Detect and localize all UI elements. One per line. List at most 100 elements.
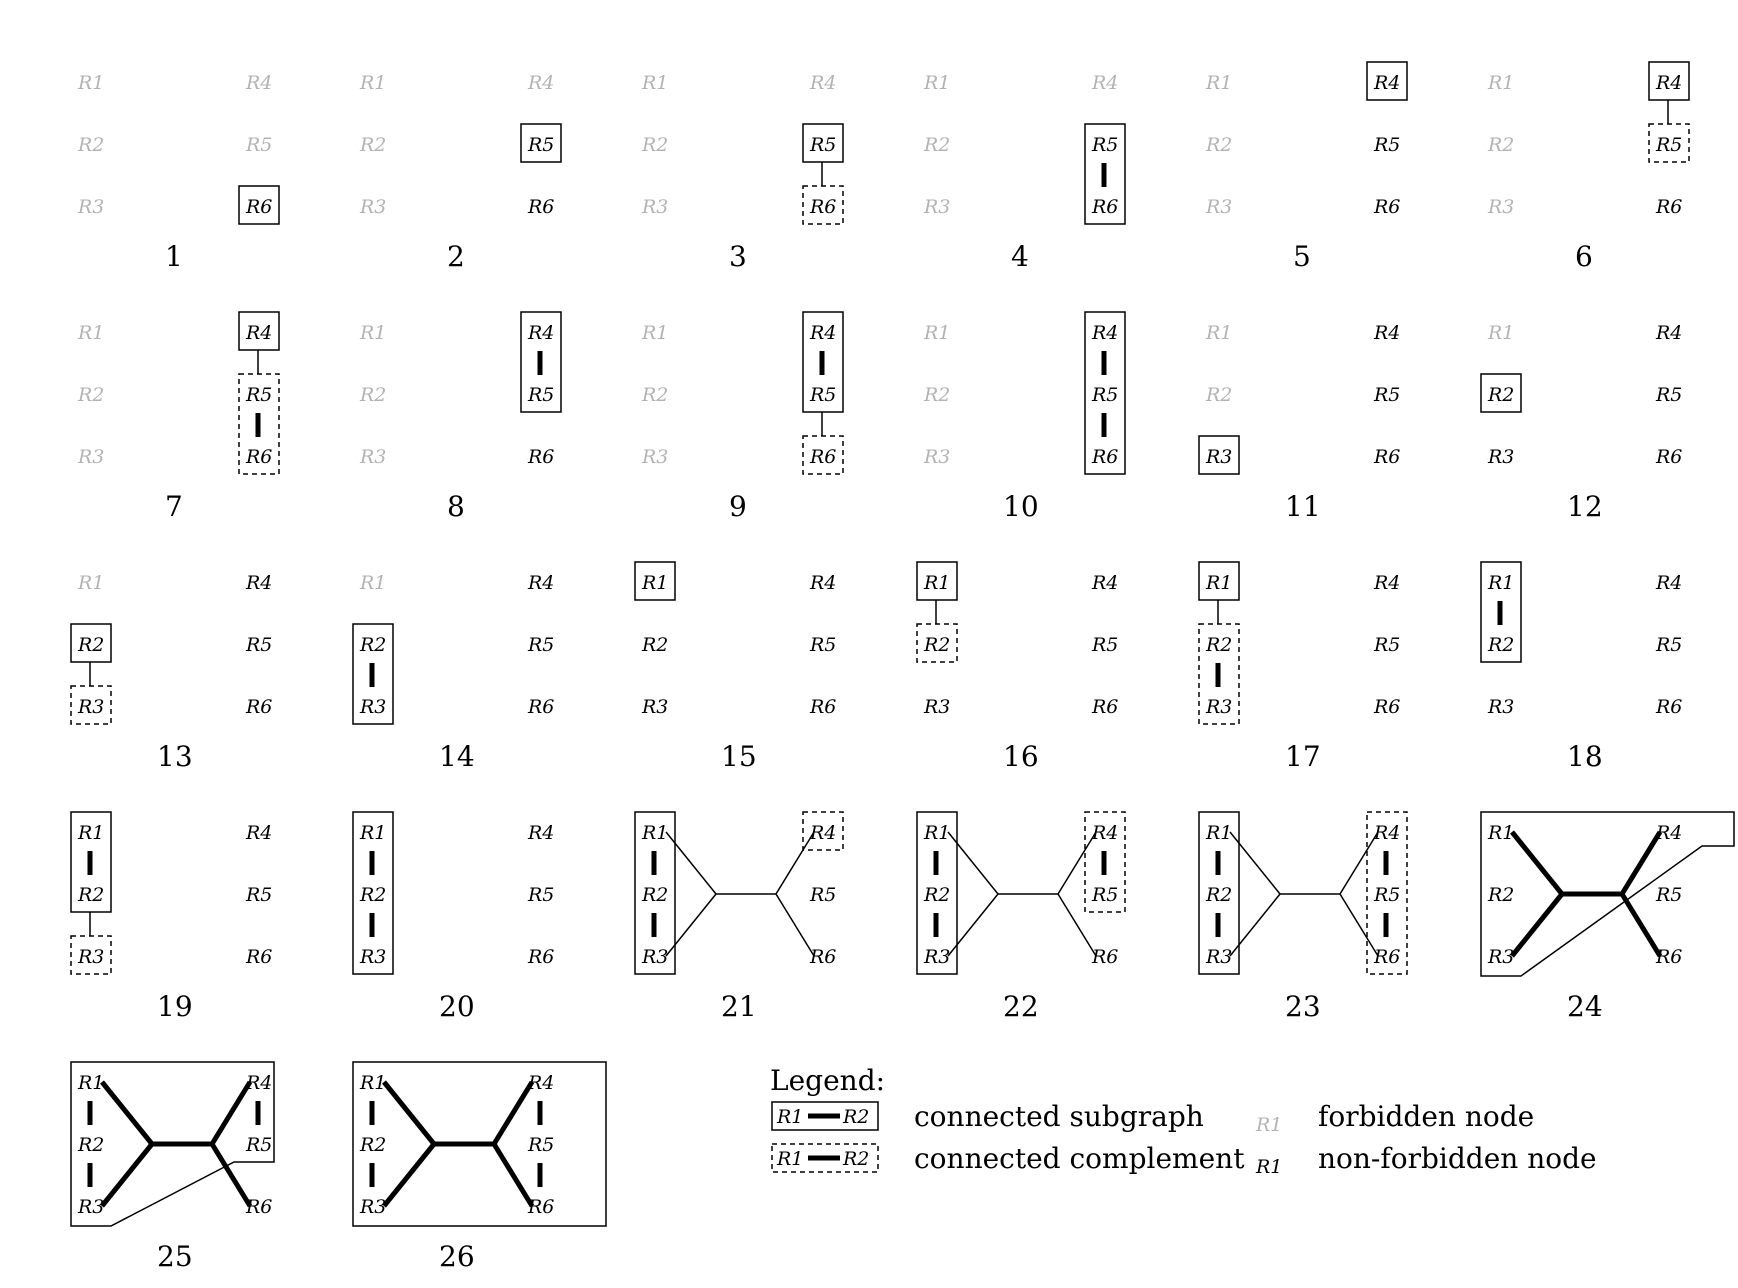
panel-15-node-r1: R1 bbox=[641, 572, 668, 594]
panel-8-node-r2: R2 bbox=[359, 384, 386, 406]
panel-26-node-r1: R1 bbox=[359, 1072, 386, 1094]
panel-6-node-r1: R1 bbox=[1487, 72, 1514, 94]
panel-19-solid-box-0 bbox=[70, 811, 112, 913]
panel-19-node-r2: R2 bbox=[77, 884, 104, 906]
panel-23-tree-edge-4 bbox=[1339, 893, 1379, 957]
panel-number-25: 25 bbox=[157, 1240, 193, 1273]
panel-16-node-r4: R4 bbox=[1091, 572, 1118, 594]
panel-11-node-r5: R5 bbox=[1373, 384, 1400, 406]
panel-16-dashed-box-1 bbox=[916, 623, 958, 663]
panel-22-tree-edge-1 bbox=[947, 893, 999, 957]
panel-17-dashed-box-1 bbox=[1198, 623, 1240, 725]
panel-24-node-r1: R1 bbox=[1487, 822, 1514, 844]
panel-23-dashed-box-1 bbox=[1366, 811, 1408, 975]
panel-number-15: 15 bbox=[721, 740, 757, 773]
panel-24-node-r2: R2 bbox=[1487, 884, 1514, 906]
panel-12-node-r4: R4 bbox=[1655, 322, 1682, 344]
panel-10-node-r3: R3 bbox=[923, 446, 950, 468]
panel-number-6: 6 bbox=[1575, 240, 1593, 273]
panel-6-node-r5: R5 bbox=[1655, 134, 1682, 156]
panel-14-solid-box-0 bbox=[352, 623, 394, 725]
legend-connected-complement: connected complement bbox=[914, 1142, 1245, 1175]
panel-number-26: 26 bbox=[439, 1240, 475, 1273]
panel-3-dashed-box-1 bbox=[802, 185, 844, 225]
panel-17-node-r2: R2 bbox=[1205, 634, 1232, 656]
panel-1-node-r3: R3 bbox=[77, 196, 104, 218]
panel-22-node-r2: R2 bbox=[923, 884, 950, 906]
panel-10-node-r1: R1 bbox=[923, 322, 950, 344]
panel-number-14: 14 bbox=[439, 740, 475, 773]
panel-25-node-r4: R4 bbox=[245, 1072, 272, 1094]
panel-23-node-r3: R3 bbox=[1205, 946, 1232, 968]
panel-3-node-r2: R2 bbox=[641, 134, 668, 156]
panel-25-node-r5: R5 bbox=[245, 1134, 272, 1156]
panel-24-outline bbox=[1480, 811, 1735, 977]
panel-number-8: 8 bbox=[447, 490, 465, 523]
panel-17-node-r4: R4 bbox=[1373, 572, 1400, 594]
panel-20-node-r6: R6 bbox=[527, 946, 554, 968]
panel-5-node-r5: R5 bbox=[1373, 134, 1400, 156]
panel-18-node-r3: R3 bbox=[1487, 696, 1514, 718]
panel-26-node-r5: R5 bbox=[527, 1134, 554, 1156]
panel-26-node-r2: R2 bbox=[359, 1134, 386, 1156]
panel-8-solid-box-0 bbox=[520, 311, 562, 413]
legend-solid-left: R1 bbox=[776, 1106, 803, 1128]
panel-number-20: 20 bbox=[439, 990, 475, 1023]
panel-2-solid-box-0 bbox=[520, 123, 562, 163]
panel-12-node-r2: R2 bbox=[1487, 384, 1514, 406]
panel-11-node-r3: R3 bbox=[1205, 446, 1232, 468]
panel-4-node-r5: R5 bbox=[1091, 134, 1118, 156]
panel-18-node-r4: R4 bbox=[1655, 572, 1682, 594]
panel-number-23: 23 bbox=[1285, 990, 1321, 1023]
panel-14-node-r6: R6 bbox=[527, 696, 554, 718]
legend-forbidden-sample: R1 bbox=[1255, 1114, 1282, 1136]
panel-5-node-r4: R4 bbox=[1373, 72, 1400, 94]
panel-17-node-r3: R3 bbox=[1205, 696, 1232, 718]
panel-5-node-r3: R3 bbox=[1205, 196, 1232, 218]
panel-11-solid-box-0 bbox=[1198, 435, 1240, 475]
panel-3-node-r6: R6 bbox=[809, 196, 836, 218]
panel-11-node-r4: R4 bbox=[1373, 322, 1400, 344]
legend-non-forbidden-node: non-forbidden node bbox=[1318, 1142, 1597, 1175]
panel-25-tree-edge-4 bbox=[209, 1142, 253, 1208]
panel-21-tree-edge-3 bbox=[775, 831, 815, 895]
panel-7-node-r6: R6 bbox=[245, 446, 272, 468]
panel-11-node-r1: R1 bbox=[1205, 322, 1232, 344]
panel-18-solid-box-0 bbox=[1480, 561, 1522, 663]
panel-8-node-r4: R4 bbox=[527, 322, 554, 344]
panel-2-node-r2: R2 bbox=[359, 134, 386, 156]
panel-9-dashed-box-1 bbox=[802, 435, 844, 475]
panel-13-node-r1: R1 bbox=[77, 572, 104, 594]
panel-24-tree-edge-4 bbox=[1619, 892, 1663, 958]
panel-15-solid-box-0 bbox=[634, 561, 676, 601]
panel-1-node-r5: R5 bbox=[245, 134, 272, 156]
panel-2-node-r6: R6 bbox=[527, 196, 554, 218]
panel-number-5: 5 bbox=[1293, 240, 1311, 273]
panel-20-node-r1: R1 bbox=[359, 822, 386, 844]
panel-20-node-r2: R2 bbox=[359, 884, 386, 906]
panel-24-tree-edge-1 bbox=[1510, 892, 1564, 958]
panel-14-node-r5: R5 bbox=[527, 634, 554, 656]
panel-5-node-r2: R2 bbox=[1205, 134, 1232, 156]
panel-26-tree-edge-3 bbox=[491, 1080, 535, 1146]
panel-number-18: 18 bbox=[1567, 740, 1603, 773]
panel-8-node-r3: R3 bbox=[359, 446, 386, 468]
panel-4-node-r2: R2 bbox=[923, 134, 950, 156]
panel-number-7: 7 bbox=[165, 490, 183, 523]
panel-19-node-r1: R1 bbox=[77, 822, 104, 844]
panel-2-node-r3: R3 bbox=[359, 196, 386, 218]
panel-13-node-r6: R6 bbox=[245, 696, 272, 718]
panel-9-node-r5: R5 bbox=[809, 384, 836, 406]
